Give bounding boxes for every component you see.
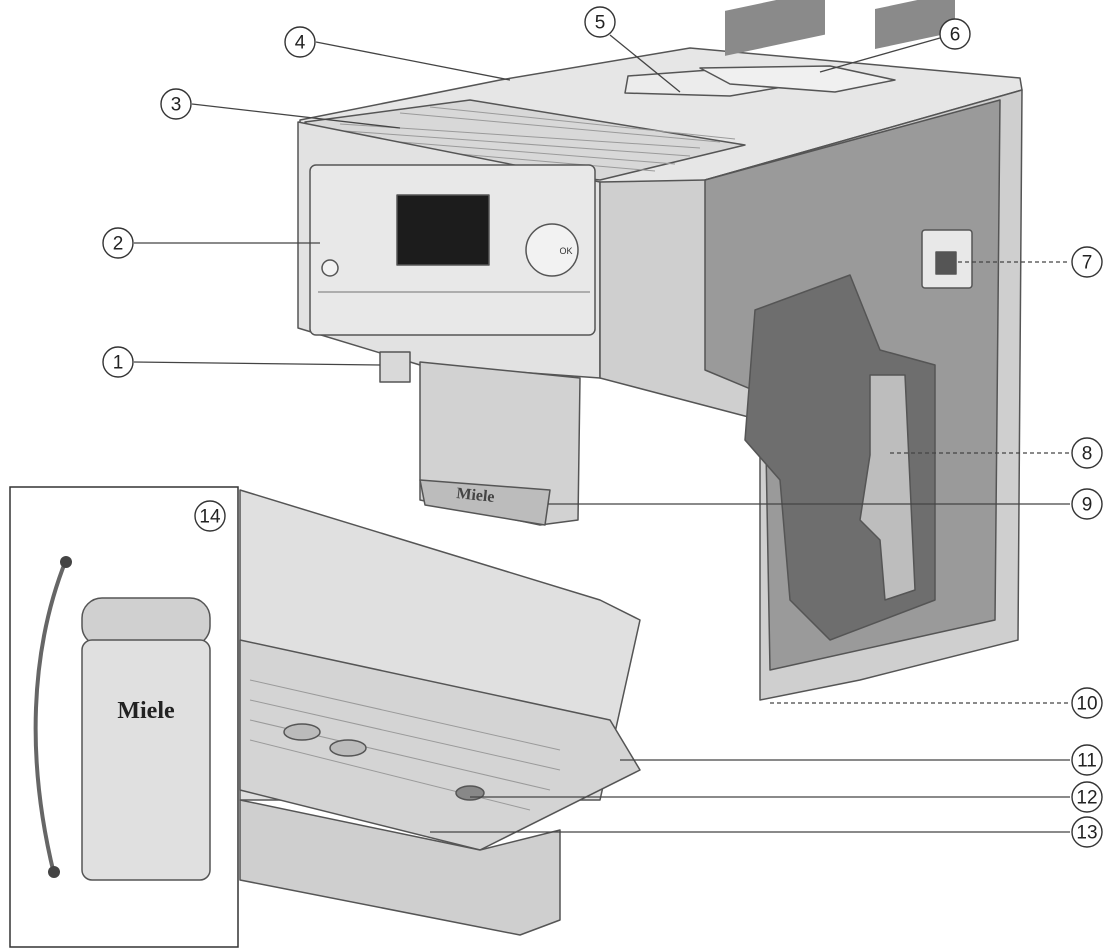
callout-6: 6 (940, 19, 970, 49)
milk-container-lid (82, 598, 210, 646)
milk-container-brand: Miele (117, 698, 175, 724)
on-off-button[interactable] (322, 260, 338, 276)
callout-number: 14 (199, 507, 221, 528)
leader-1 (134, 362, 380, 365)
callout-number: 11 (1077, 751, 1097, 772)
callout-number: 5 (595, 13, 606, 34)
callout-13: 13 (1072, 817, 1102, 847)
drip-tray-hole (284, 724, 320, 740)
callout-3: 3 (161, 89, 191, 119)
drip-tray-hole (330, 740, 366, 756)
callout-2: 2 (103, 228, 133, 258)
callout-11: 11 (1072, 745, 1102, 775)
callout-number: 6 (950, 25, 961, 46)
callout-number: 8 (1082, 444, 1093, 465)
main-switch-toggle[interactable] (936, 252, 956, 274)
callout-number: 10 (1076, 694, 1097, 715)
ok-button-label[interactable]: OK (559, 246, 572, 256)
callout-number: 9 (1082, 495, 1093, 516)
callout-number: 7 (1082, 253, 1093, 274)
machine-body: OK (240, 0, 1022, 935)
callout-number: 13 (1076, 823, 1097, 844)
callout-number: 3 (171, 95, 182, 116)
callout-number: 12 (1076, 788, 1097, 809)
callout-7: 7 (1072, 247, 1102, 277)
callout-number: 4 (295, 33, 306, 54)
float-indicator (456, 786, 484, 800)
callout-number: 1 (113, 353, 124, 374)
milk-tube-end (60, 556, 72, 568)
callout-number: 2 (113, 234, 124, 255)
milk-container-inset: Miele (10, 487, 238, 947)
callout-14: 14 (195, 501, 225, 531)
callout-8: 8 (1072, 438, 1102, 468)
milk-tube-end (48, 866, 60, 878)
vent-grille-left (725, 0, 825, 56)
milk-container-body (82, 640, 210, 880)
callout-9: 9 (1072, 489, 1102, 519)
hot-water-spout (380, 352, 410, 382)
display-screen (397, 195, 489, 265)
callout-5: 5 (585, 7, 615, 37)
callout-10: 10 (1072, 688, 1102, 718)
leader-4 (316, 42, 510, 80)
callout-1: 1 (103, 347, 133, 377)
callout-12: 12 (1072, 782, 1102, 812)
callout-4: 4 (285, 27, 315, 57)
